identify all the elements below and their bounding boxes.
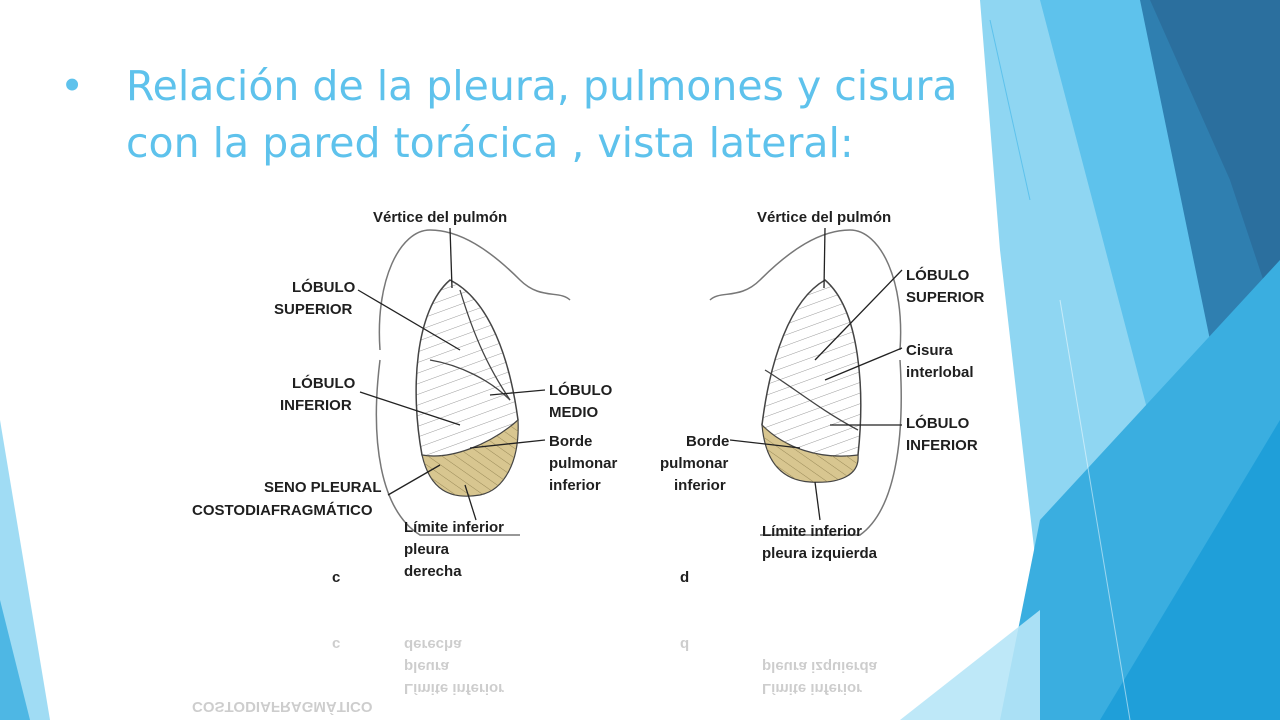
right-sinus-label-1: SENO PLEURAL (264, 479, 382, 496)
left-limit-label-2: pleura izquierda (762, 545, 878, 562)
left-lower-lobe-label-2: INFERIOR (906, 437, 978, 454)
left-border-label-1: Borde (686, 433, 729, 450)
left-lung-leader-lines (729, 227, 903, 521)
left-lower-lobe-label-1: LÓBULO (906, 414, 970, 432)
right-middle-lobe-label-1: LÓBULO (549, 381, 613, 399)
right-upper-lobe-label-1: LÓBULO (292, 278, 356, 296)
right-border-label-1: Borde (549, 433, 592, 450)
left-lung-drawing (709, 229, 902, 536)
right-lung-leader-lines (357, 227, 546, 521)
left-fissure-label-1: Cisura (906, 342, 953, 359)
reflection-letter-d: d (680, 636, 689, 653)
left-apex-label: Vértice del pulmón (757, 209, 891, 226)
reflection-right-limit-3: derecha (404, 636, 462, 653)
reflection-right-limit-2: pleura (404, 658, 450, 675)
left-border-label-2: pulmonar (660, 455, 728, 472)
right-apex-label: Vértice del pulmón (373, 209, 507, 226)
right-border-label-3: inferior (549, 477, 601, 494)
left-upper-lobe-label-1: LÓBULO (906, 266, 970, 284)
left-fissure-label-2: interlobal (906, 364, 974, 381)
title-text: Relación de la pleura, pulmones y cisura… (126, 58, 1026, 172)
right-limit-label-3: derecha (404, 563, 462, 580)
title-line-2: con la pared torácica , vista lateral: (126, 119, 854, 167)
left-upper-lobe-label-2: SUPERIOR (906, 289, 985, 306)
title-bullet: • (60, 62, 85, 110)
left-border-label-3: inferior (674, 477, 726, 494)
right-sinus-label-2: COSTODIAFRAGMÁTICO (192, 502, 373, 519)
right-limit-label-1: Límite inferior (404, 519, 504, 536)
right-lower-lobe-label-2: INFERIOR (280, 397, 352, 414)
title-line-1: Relación de la pleura, pulmones y cisura (126, 62, 958, 110)
reflection-left-limit-2: pleura izquierda (762, 658, 878, 675)
panel-letter-c: c (332, 569, 340, 586)
reflection-right-sinus-2: COSTODIAFRAGMÁTICO (192, 698, 373, 715)
panel-letter-d: d (680, 569, 689, 586)
right-border-label-2: pulmonar (549, 455, 617, 472)
reflection-right-limit-1: Límite inferior (404, 680, 504, 697)
right-limit-label-2: pleura (404, 541, 450, 558)
reflection-letter-c: c (332, 636, 340, 653)
lung-pleura-figure: Vértice del pulmón LÓBULO SUPERIOR LÓBUL… (192, 209, 985, 586)
figure-reflection: c derecha pleura Límite inferior COSTODI… (160, 612, 1040, 720)
right-middle-lobe-label-2: MEDIO (549, 404, 599, 421)
right-lower-lobe-label-1: LÓBULO (292, 374, 356, 392)
right-upper-lobe-label-2: SUPERIOR (274, 301, 353, 318)
left-limit-label-1: Límite inferior (762, 523, 862, 540)
reflection-left-limit-1: Límite inferior (762, 680, 862, 697)
right-lung-drawing (375, 229, 571, 536)
